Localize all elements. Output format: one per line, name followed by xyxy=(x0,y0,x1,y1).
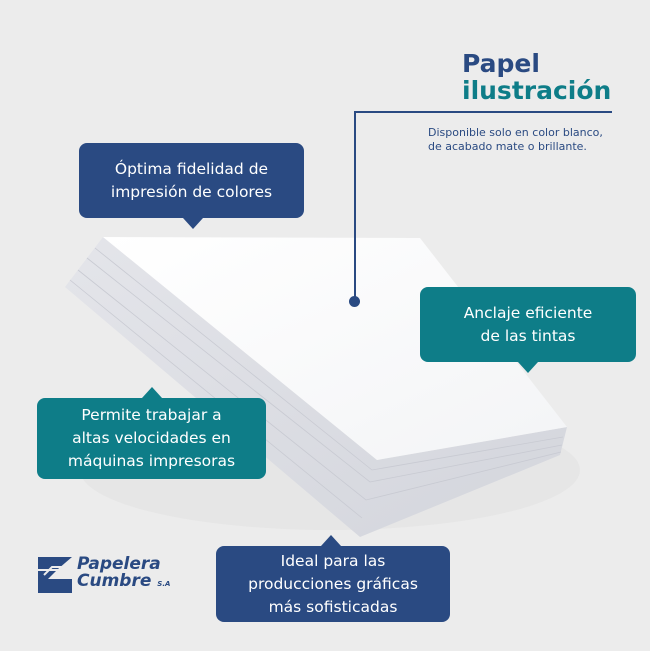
callout-pointer xyxy=(183,218,203,229)
connector-line xyxy=(354,111,612,113)
logo-mark-icon xyxy=(38,556,72,593)
callout-pointer xyxy=(142,387,162,398)
company-logo: Papelera Cumbre S.A xyxy=(38,556,170,593)
callout-pointer xyxy=(321,535,341,546)
product-description: Disponible solo en color blanco, de acab… xyxy=(428,126,603,153)
callout-pointer xyxy=(518,362,538,373)
product-title: Papel ilustración xyxy=(462,49,612,105)
connector-dot xyxy=(349,296,360,307)
connector-line-vertical xyxy=(354,111,356,301)
